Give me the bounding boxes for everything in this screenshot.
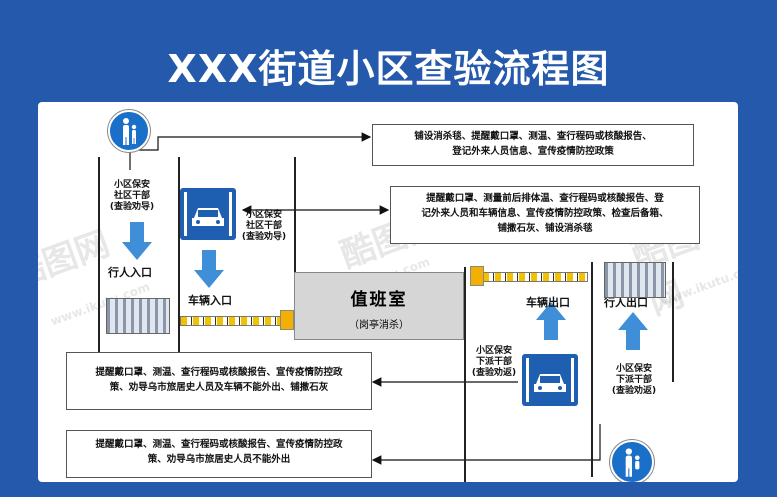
duty-room-subtitle: （岗亭消杀） [349,320,409,331]
pedestrian-sign-icon [108,110,150,152]
lane-divider [672,262,674,382]
guard-label: 小区保安下派干部(查验劝返) [611,364,657,396]
pedestrian-sign-icon [610,440,654,482]
vehicle-entrance-label: 车辆入口 [188,294,232,307]
connectors [122,132,648,465]
barrier-post [470,266,484,286]
duty-room-title: 值班室 [350,290,408,310]
duty-room: 值班室 （岗亭消杀） [294,272,464,340]
pedestrian-entrance-label: 行人入口 [108,266,152,279]
guard-label: 小区保安社区干部(查验劝导) [109,180,155,212]
vehicle-exit-label: 车辆出口 [526,296,570,309]
vehicle-exit-checks: 提醒戴口罩、测温、查行程码或核酸报告、宣传疫情防控政策、劝导乌市旅居史人员及车辆… [66,352,372,410]
lane-divider [464,267,466,482]
down-arrow-icon [194,250,224,288]
up-arrow-icon [618,312,648,350]
vehicle-barrier [482,272,588,282]
guard-label: 小区保安社区干部(查验劝导) [241,210,287,242]
lane-divider [98,157,100,352]
vehicle-barrier [180,316,282,326]
lane-divider [178,157,180,352]
pedestrian-entry-checks: 铺设消杀毯、提醒戴口罩、测温、查行程码或核酸报告、登记外来人员信息、宣传疫情防控… [372,124,694,166]
up-arrow-icon [536,302,566,340]
pedestrian-exit-checks: 提醒戴口罩、测温、查行程码或核酸报告、宣传疫情防控政策、劝导乌市旅居史人员不能外… [66,430,372,478]
car-sign-icon [180,188,236,240]
car-sign-icon [522,354,578,406]
vehicle-entry-checks: 提醒戴口罩、测量前后排体温、查行程码或核酸报告、登记外来人员和车辆信息、宣传疫情… [390,186,700,244]
guard-label: 小区保安下派干部(查验劝返) [471,346,517,378]
barrier-post [280,310,294,330]
lane-divider [591,262,593,477]
pedestrian-gate [106,298,170,334]
diagram-canvas: 酷图网 www.ikutu.com 酷图网 www.ikutu.com 酷图网 … [38,102,738,482]
lane-divider [294,157,296,272]
pedestrian-exit-label: 行人出口 [604,296,648,309]
page-title: XXX街道小区查验流程图 [167,47,610,91]
down-arrow-icon [122,222,152,260]
pedestrian-gate [604,262,666,298]
